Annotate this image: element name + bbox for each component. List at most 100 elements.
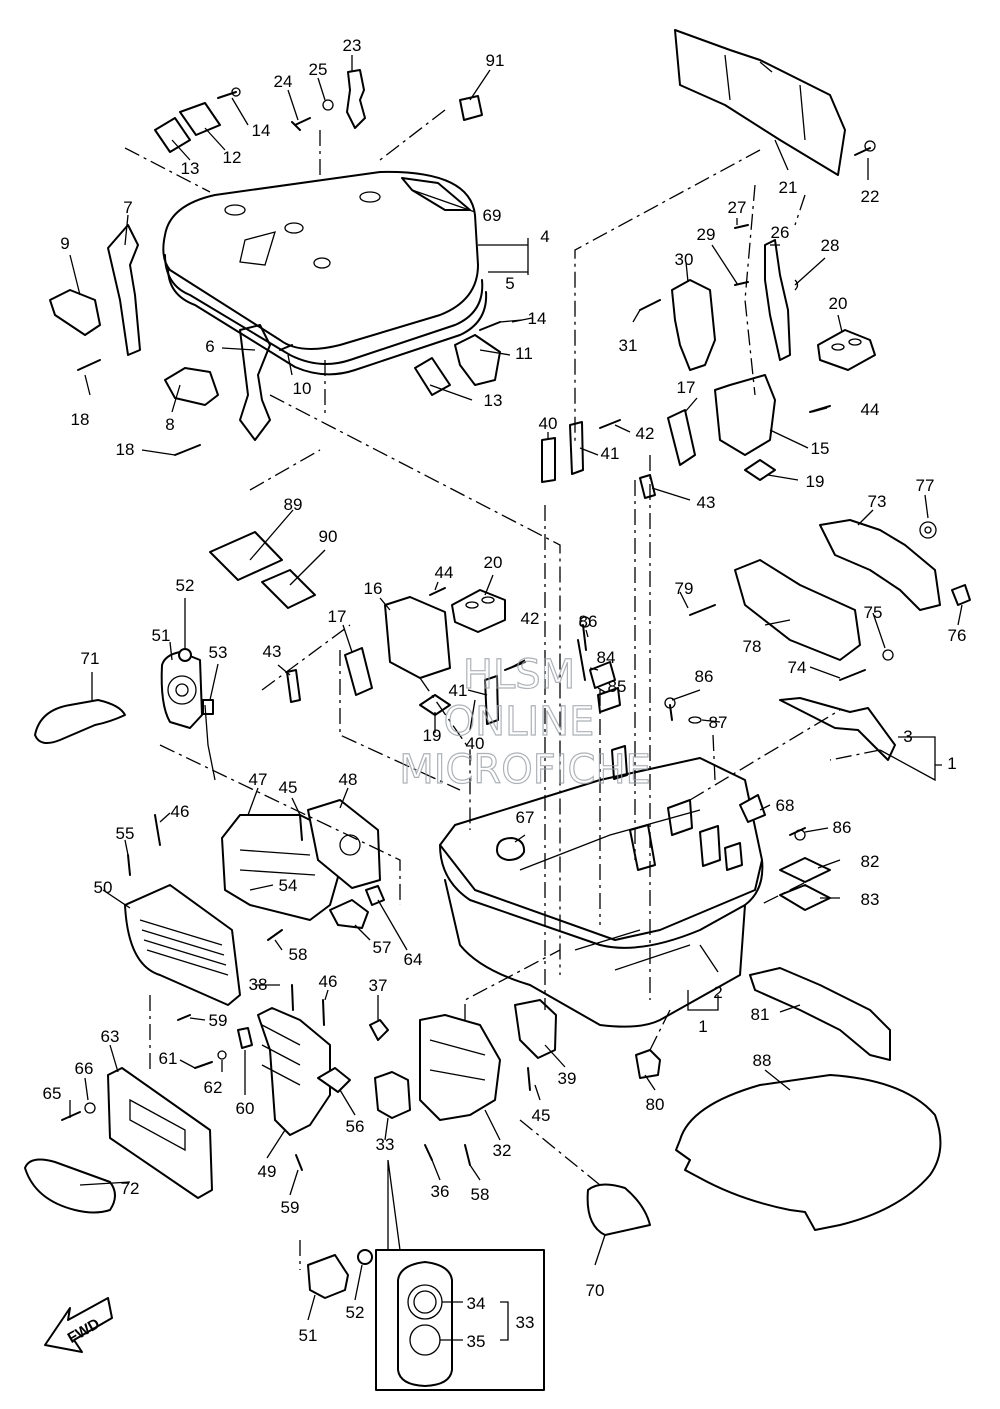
vent-50-part — [124, 884, 241, 1006]
callout-52: 52 — [176, 576, 195, 595]
callout-19: 19 — [423, 726, 442, 745]
callout-66: 66 — [75, 1059, 94, 1078]
callout-20: 20 — [829, 294, 848, 313]
callout-86: 86 — [579, 612, 598, 631]
watermark-line-3: MICROFICHE — [399, 747, 651, 793]
callout-44: 44 — [861, 400, 880, 419]
callout-numbers: 1 1 2 3 4 5 6 7 8 9 10 11 12 13 13 14 14… — [43, 36, 967, 1351]
switch-33-part — [374, 1071, 411, 1119]
clip-68-part — [739, 794, 766, 823]
plate-13b-part — [414, 357, 451, 396]
callout-57: 57 — [373, 938, 392, 957]
bracket-57-part — [329, 899, 369, 929]
callout-41: 41 — [449, 681, 468, 700]
callout-13: 13 — [484, 391, 503, 410]
plate-17b-part — [344, 647, 373, 696]
callout-7: 7 — [123, 198, 132, 217]
callout-78: 78 — [743, 637, 762, 656]
callout-15: 15 — [811, 439, 830, 458]
callout-83: 83 — [861, 890, 880, 909]
hinge-73-part — [819, 519, 941, 611]
label-89-part — [209, 531, 283, 581]
callout-48: 48 — [339, 770, 358, 789]
callout-73: 73 — [868, 492, 887, 511]
callout-41: 41 — [601, 444, 620, 463]
callout-38: 38 — [249, 975, 268, 994]
plate-48-part — [307, 799, 381, 889]
callout-31: 31 — [619, 336, 638, 355]
callout-70: 70 — [586, 1281, 605, 1300]
callout-49: 49 — [258, 1162, 277, 1181]
callout-90: 90 — [319, 527, 338, 546]
callout-50: 50 — [94, 878, 113, 897]
callout-59: 59 — [209, 1011, 228, 1030]
callout-33: 33 — [516, 1313, 535, 1332]
hinge-bracket-23-part — [346, 69, 366, 129]
callout-27: 27 — [728, 198, 747, 217]
callout-37: 37 — [369, 976, 388, 995]
cap-67-part — [496, 837, 526, 861]
callout-85: 85 — [608, 677, 627, 696]
callout-39: 39 — [558, 1069, 577, 1088]
callout-58: 58 — [289, 945, 308, 964]
callout-12: 12 — [223, 148, 242, 167]
callout-79: 79 — [675, 579, 694, 598]
callout-29: 29 — [697, 225, 716, 244]
callout-30: 30 — [675, 250, 694, 269]
callout-16: 16 — [364, 579, 383, 598]
pad-72-part — [24, 1158, 116, 1214]
link-26-part — [764, 239, 791, 361]
washer-19-part — [744, 459, 776, 481]
callout-28: 28 — [821, 236, 840, 255]
callout-18: 18 — [116, 440, 135, 459]
plate-11-part — [454, 334, 501, 386]
switch-inset-box — [375, 1249, 545, 1391]
callout-43: 43 — [697, 493, 716, 512]
rail-3-part — [779, 697, 896, 761]
clip-64-part — [365, 885, 385, 906]
callout-63: 63 — [101, 1027, 120, 1046]
callout-88: 88 — [753, 1051, 772, 1070]
callout-86: 86 — [833, 818, 852, 837]
callout-22: 22 — [861, 187, 880, 206]
callout-69: 69 — [483, 206, 502, 225]
case-body-part — [439, 745, 764, 1028]
callout-68: 68 — [776, 796, 795, 815]
cap-52-part — [178, 648, 192, 662]
switch-face-part — [397, 1261, 453, 1387]
callout-21: 21 — [779, 178, 798, 197]
bracket-49-part — [257, 1007, 331, 1136]
callout-51: 51 — [299, 1326, 318, 1345]
bracket-15-part — [714, 374, 776, 456]
callout-65: 65 — [43, 1084, 62, 1103]
clip-43-part — [639, 474, 656, 499]
callout-77: 77 — [916, 476, 935, 495]
callout-44: 44 — [435, 563, 454, 582]
callout-2: 2 — [713, 983, 722, 1002]
callout-26: 26 — [771, 223, 790, 242]
callout-11: 11 — [515, 344, 533, 363]
assembly-lines — [124, 109, 881, 1270]
cap-52b-part — [357, 1249, 373, 1265]
cap-37-part — [369, 1019, 389, 1041]
callout-17: 17 — [328, 607, 347, 626]
callout-13: 13 — [181, 159, 200, 178]
fastener-60-part — [237, 1027, 253, 1049]
knob-9-part — [49, 289, 101, 336]
plate-63-part — [107, 1067, 213, 1199]
callout-25: 25 — [309, 60, 328, 79]
callout-60: 60 — [236, 1099, 255, 1118]
callout-54: 54 — [279, 876, 298, 895]
watermark-line-1: HLSM — [463, 652, 575, 698]
callout-86: 86 — [695, 667, 714, 686]
mat-88-part — [675, 1074, 942, 1231]
knob-8-part — [164, 367, 219, 406]
callout-3: 3 — [903, 727, 912, 746]
clip-56-part — [317, 1067, 351, 1093]
bracket-16-part — [384, 596, 451, 679]
plate-12-part — [179, 102, 221, 136]
callout-45: 45 — [279, 778, 298, 797]
plate-84-part — [589, 661, 616, 689]
callout-74: 74 — [788, 658, 807, 677]
callout-1: 1 — [698, 1017, 707, 1036]
